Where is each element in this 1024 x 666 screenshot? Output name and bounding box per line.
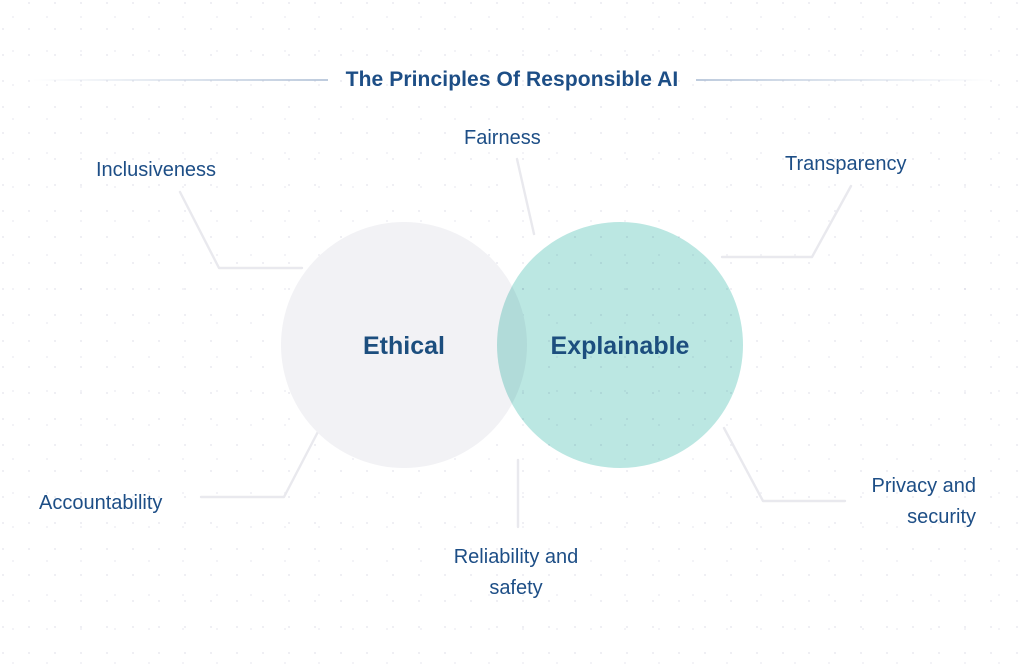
circle-label-explainable: Explainable	[550, 332, 690, 360]
principle-label-transparency: Transparency	[785, 153, 907, 175]
connector-accountability	[199, 422, 324, 499]
principle-label-privacy: Privacy and security	[871, 475, 977, 529]
header: The Principles Of Responsible AI	[0, 58, 1024, 102]
principle-label-accountability: Accountability	[39, 492, 163, 514]
principle-label-reliability: Reliability and safety	[453, 546, 579, 600]
circle-label-ethical: Ethical	[363, 332, 445, 360]
header-rule-right	[696, 79, 993, 81]
header-rule-left	[32, 79, 328, 81]
page-title: The Principles Of Responsible AI	[345, 68, 679, 91]
connector-transparency	[720, 184, 853, 259]
circle-explainable	[497, 222, 743, 468]
circle-ethical	[281, 222, 527, 468]
connector-fairness	[515, 157, 536, 236]
principle-label-inclusiveness: Inclusiveness	[96, 159, 217, 181]
connector-inclusiveness	[178, 190, 304, 270]
principle-label-fairness: Fairness	[464, 127, 541, 149]
